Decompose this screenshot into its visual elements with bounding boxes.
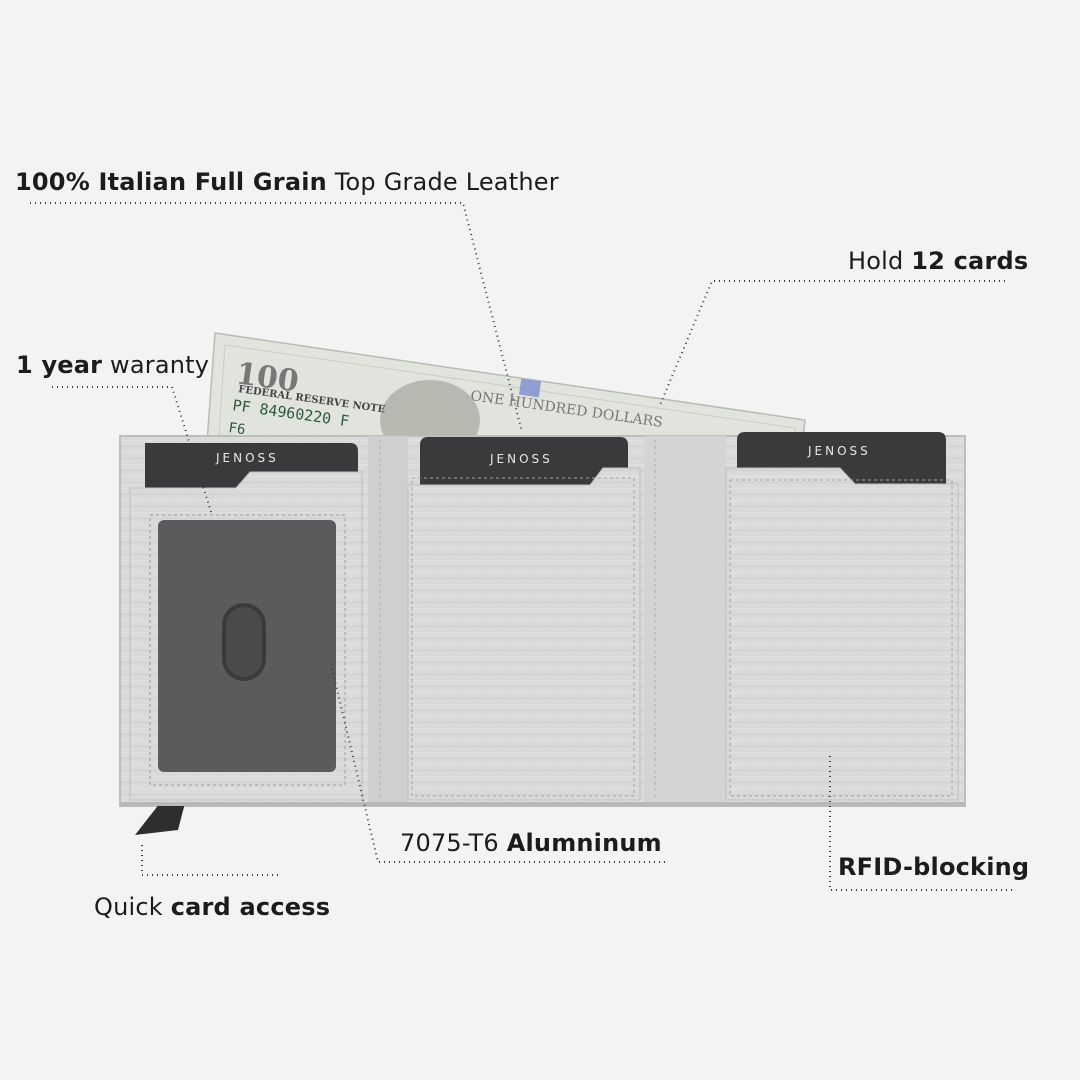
cards-callout-line bbox=[659, 280, 1005, 406]
card-2: JENOSS bbox=[420, 437, 628, 488]
warranty-callout-line bbox=[52, 386, 213, 516]
bill-denomination: 100 bbox=[234, 356, 301, 399]
label-cards: Hold 12 cards bbox=[848, 247, 1028, 275]
leather-callout-line bbox=[30, 202, 523, 433]
label-warranty-bold: 1 year bbox=[16, 351, 103, 379]
label-warranty: 1 year waranty bbox=[16, 351, 209, 379]
aluminum-card-case bbox=[120, 802, 965, 835]
label-rfid-bold: RFID-blocking bbox=[838, 853, 1030, 881]
access-callout-line bbox=[141, 842, 278, 876]
label-leather-rest: Top Grade Leather bbox=[326, 168, 559, 196]
pocket-middle bbox=[407, 467, 641, 801]
aluminum-callout-line bbox=[329, 659, 665, 863]
label-aluminum-rest: 7075-T6 bbox=[400, 829, 507, 857]
label-cards-bold: 12 cards bbox=[911, 247, 1029, 275]
label-leather: 100% Italian Full Grain Top Grade Leathe… bbox=[15, 168, 559, 196]
card-1: JENOSS bbox=[145, 443, 358, 490]
label-access-rest: Quick bbox=[94, 893, 171, 921]
label-cards-rest: Hold bbox=[848, 247, 912, 275]
card-brand-2: JENOSS bbox=[489, 452, 553, 466]
rfid-callout-line bbox=[829, 752, 1012, 891]
card-3: JENOSS bbox=[737, 432, 946, 487]
pocket-right bbox=[725, 467, 959, 801]
label-rfid: RFID-blocking bbox=[838, 853, 1029, 881]
label-leather-bold: 100% Italian Full Grain bbox=[15, 168, 327, 196]
card-brand-3: JENOSS bbox=[807, 444, 871, 458]
bill-corner: F6 bbox=[227, 420, 246, 438]
label-access-bold: card access bbox=[170, 893, 331, 921]
id-window bbox=[158, 520, 336, 772]
label-warranty-rest: waranty bbox=[102, 351, 210, 379]
callout-lines bbox=[30, 202, 1012, 891]
label-aluminum-bold: Alumninum bbox=[506, 829, 662, 857]
label-aluminum: 7075-T6 Alumninum bbox=[400, 829, 662, 857]
card-brand-1: JENOSS bbox=[215, 451, 279, 465]
label-access: Quick card access bbox=[94, 893, 330, 921]
